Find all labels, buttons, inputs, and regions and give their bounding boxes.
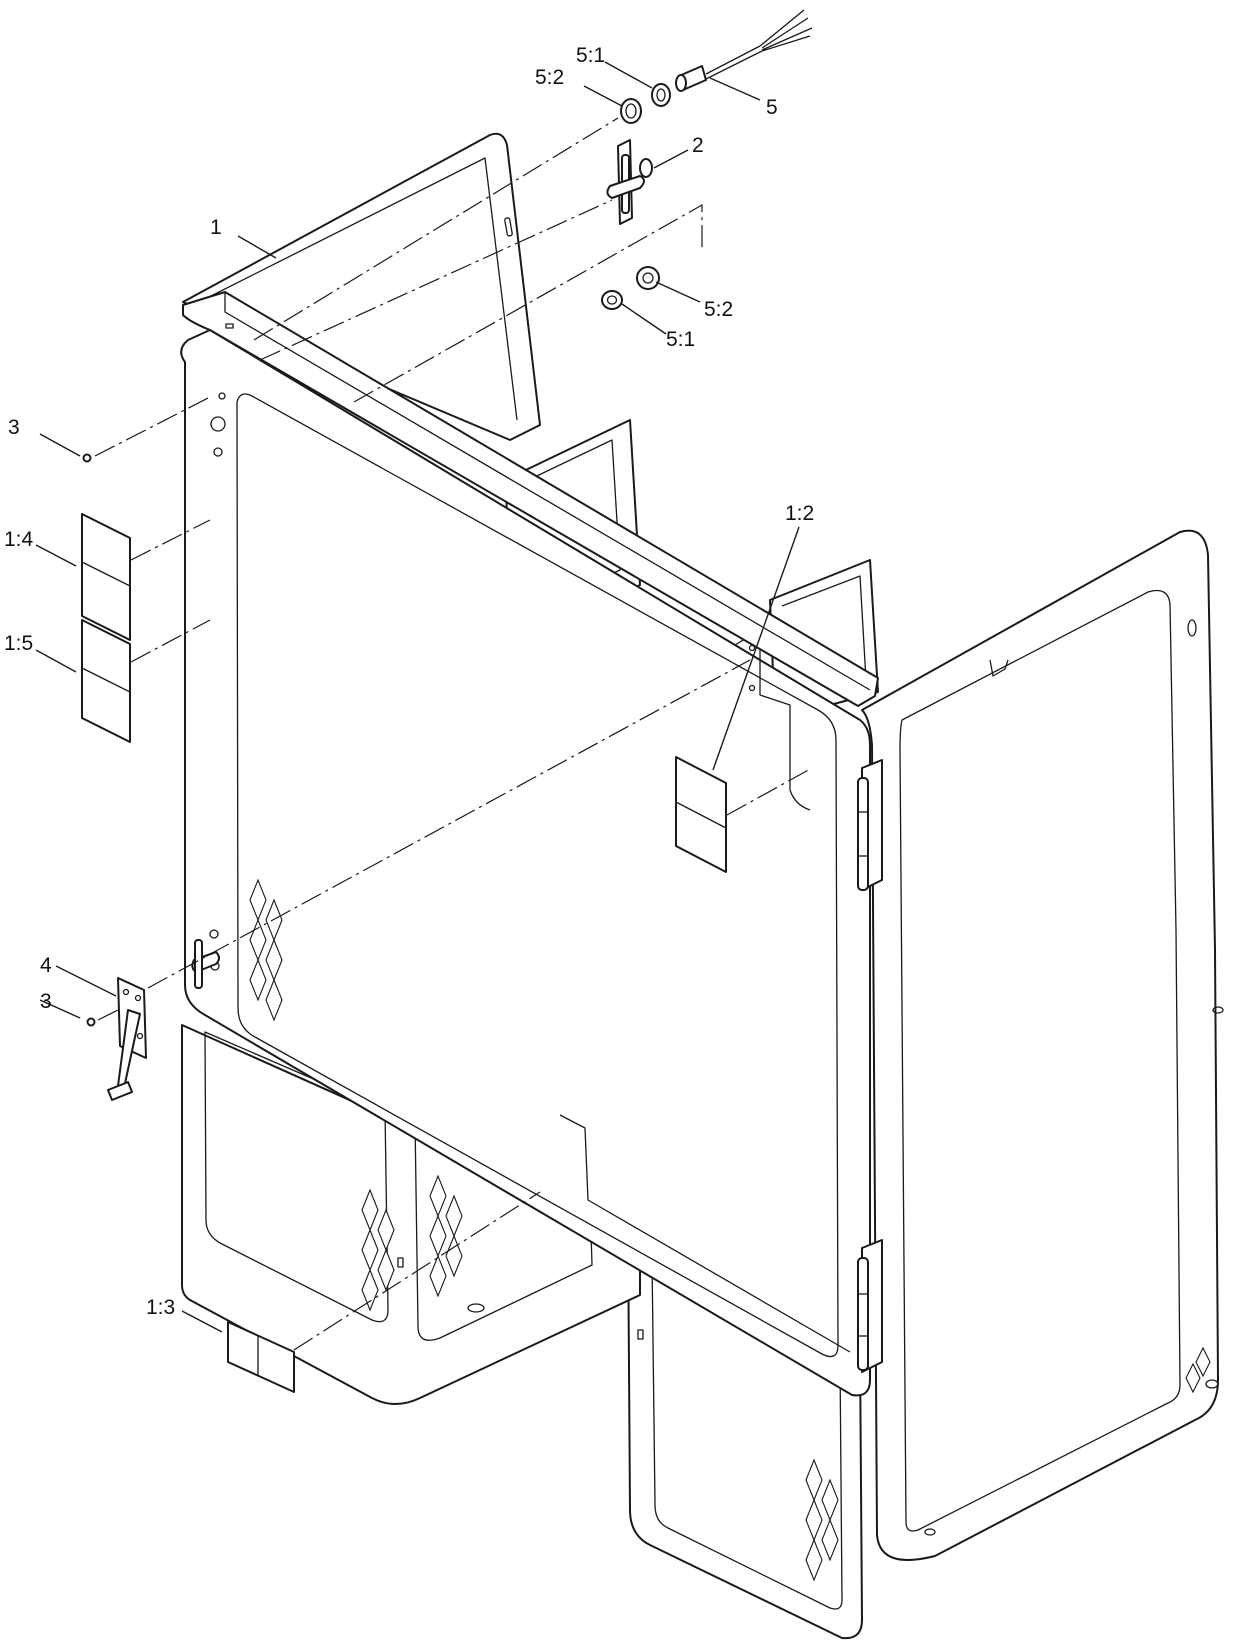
washer-5-2-top	[620, 98, 642, 124]
lower-hinge	[857, 1239, 883, 1373]
callout-1-2: 1:2	[785, 502, 814, 525]
connector-5	[675, 9, 813, 92]
latch-2	[606, 139, 653, 225]
top-header-beam	[182, 291, 879, 707]
upper-hinge	[857, 759, 883, 891]
callout-3-top: 3	[8, 416, 20, 439]
assembly-lines	[94, 117, 813, 1351]
screw-3-bottom	[86, 1017, 96, 1027]
callout-3-bottom: 3	[40, 990, 52, 1013]
front-door-frame	[180, 329, 871, 1397]
lower-front-section	[181, 1024, 641, 1405]
latch-assembly-4	[107, 977, 147, 1101]
callout-5-1-top: 5:1	[576, 44, 605, 67]
screw-3-top	[82, 453, 92, 463]
right-side-door	[861, 529, 1224, 1561]
callout-1: 1	[210, 216, 222, 239]
door-latch	[191, 939, 220, 989]
washer-5-2-bottom	[636, 266, 660, 290]
decal-1-3	[227, 1321, 295, 1393]
diamond-decals	[249, 878, 1211, 1582]
nut-5-1-bottom	[601, 290, 623, 310]
callout-1-3: 1:3	[146, 1296, 175, 1319]
callout-1-4: 1:4	[4, 528, 34, 551]
decal-1-5	[81, 619, 131, 743]
callout-leaders	[35, 61, 800, 1333]
decal-1-4	[81, 513, 131, 641]
callout-1-5: 1:5	[4, 632, 33, 655]
nut-5-1-top	[651, 83, 671, 107]
callout-labels: 1 1:2 1:3 1:4 1:5 2 3 3 4 5 5:1 5:2 5:1 …	[4, 44, 814, 1319]
callout-5-2-bottom: 5:2	[704, 298, 733, 321]
callout-5-1-bottom: 5:1	[666, 328, 695, 351]
callout-5-2-top: 5:2	[535, 66, 564, 89]
callout-5: 5	[766, 96, 778, 119]
callout-2: 2	[692, 134, 704, 157]
decal-1-2	[675, 756, 727, 873]
callout-4: 4	[40, 954, 52, 977]
rear-panel	[182, 132, 541, 441]
